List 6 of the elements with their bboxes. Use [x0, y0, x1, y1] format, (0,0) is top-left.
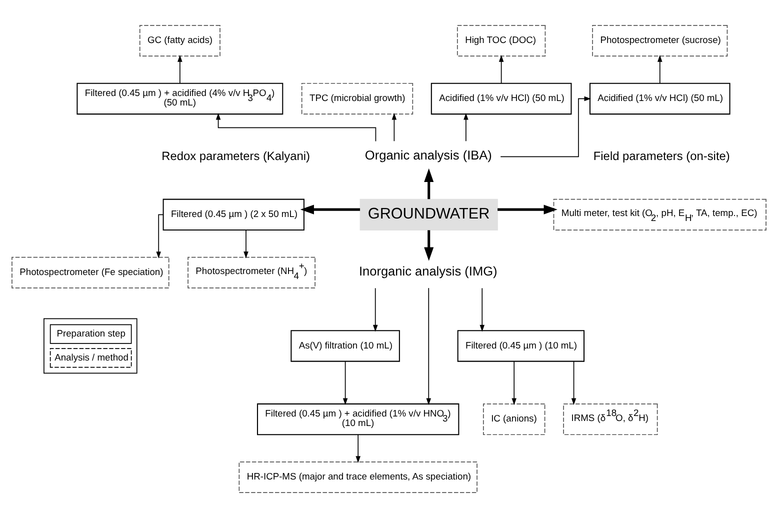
legend-label: Preparation step: [56, 328, 126, 338]
legend-label: Analysis / method: [54, 352, 128, 362]
label: Field parameters (on-site): [593, 148, 730, 162]
label: Redox parameters (Kalyani): [162, 148, 310, 162]
node-text: Inorganic analysis (IMG): [358, 263, 498, 278]
node-text: Organic analysis (IBA): [364, 147, 492, 162]
